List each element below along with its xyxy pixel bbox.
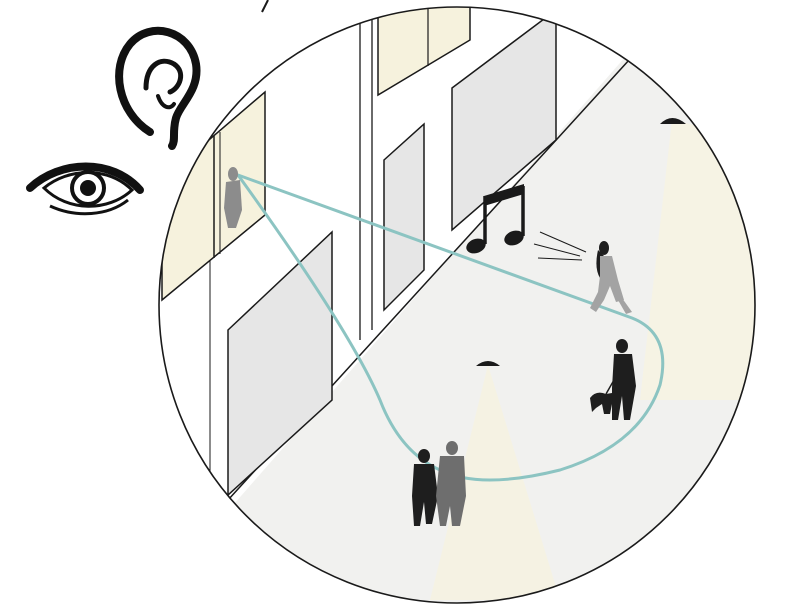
eye-icon [30,167,140,214]
circular-scene [140,0,785,607]
ear-icon [119,31,196,146]
top-edge-mark [262,0,268,12]
